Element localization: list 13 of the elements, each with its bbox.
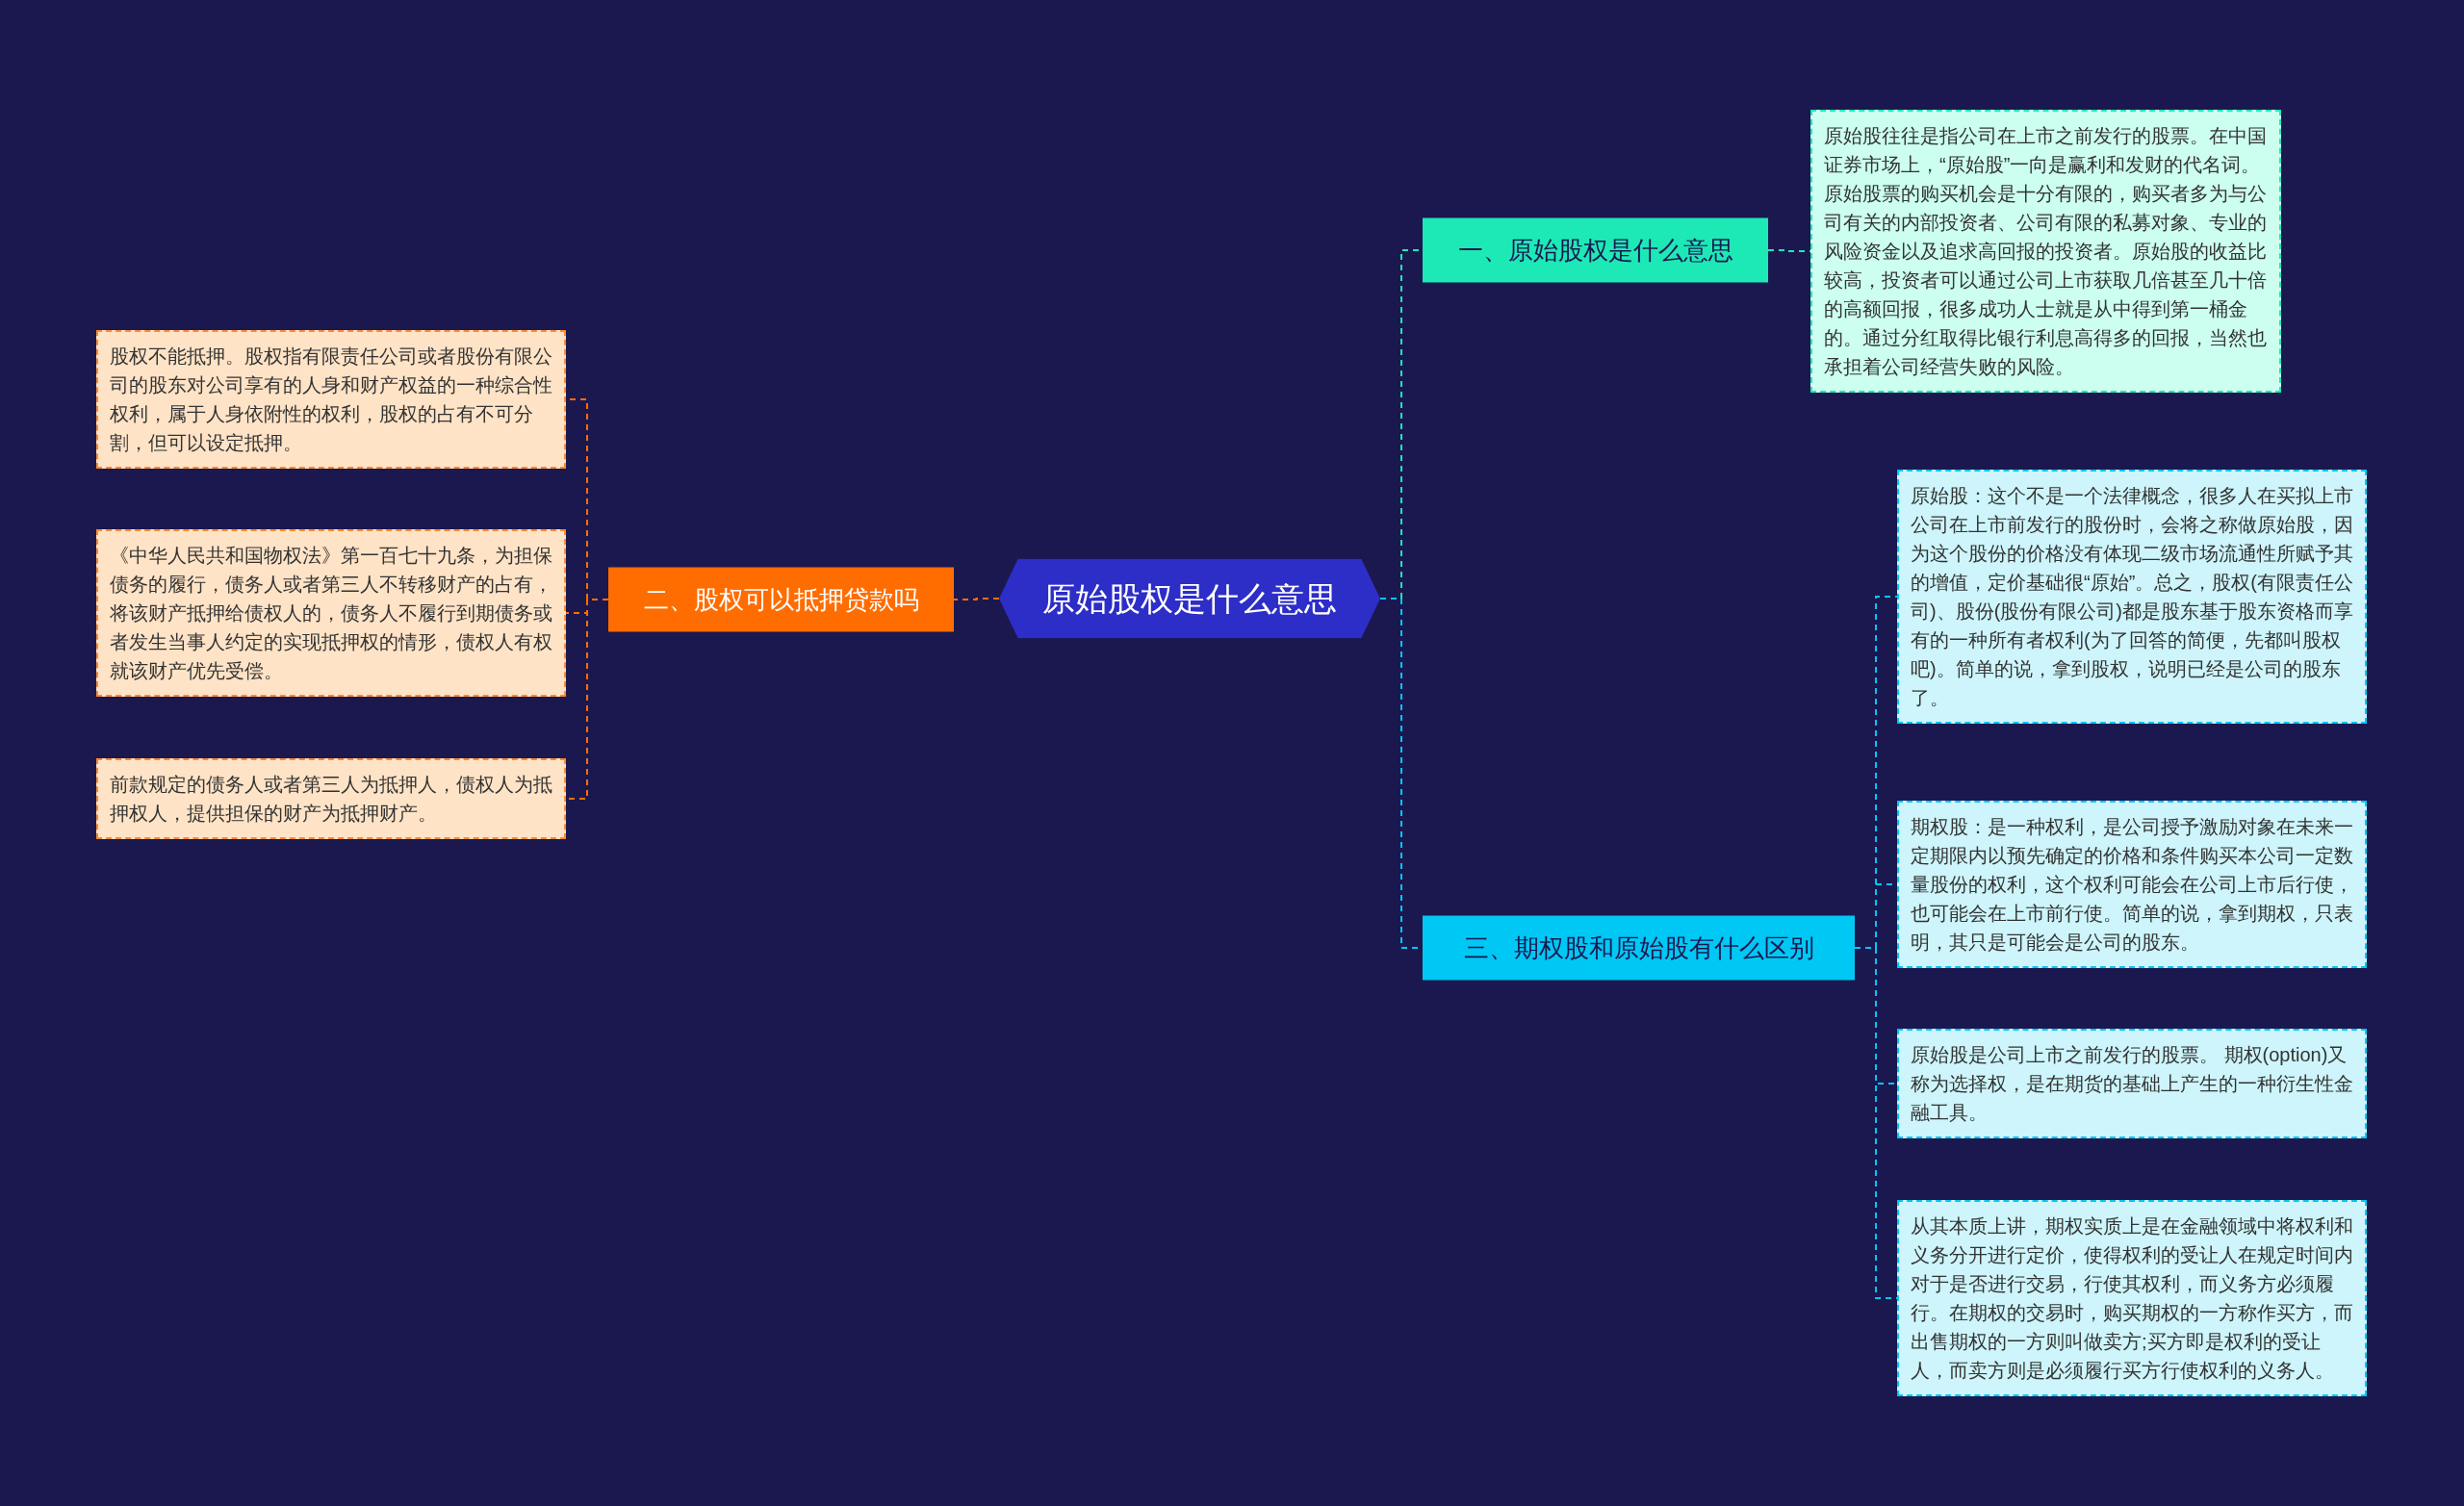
note-card: 原始股是公司上市之前发行的股票。 期权(option)又称为选择权，是在期货的基础上产生的一种衍生性金融工具。 [1897,1029,2367,1138]
central-topic: 原始股权是什么意思 [999,558,1380,639]
note-card: 期权股：是一种权利，是公司授予激励对象在未来一定期限内以预先确定的价格和条件购买本公司一定数量股份的权利，这个权利可能会在公司上市后行使，也可能会在上市前行使。简单的说，拿到期权，只表明，其只是可能会是公司的股东。 [1897,801,2367,968]
note-card: 前款规定的债务人或者第三人为抵押人，债权人为抵押权人，提供担保的财产为抵押财产。 [96,758,566,839]
branch-topic: 三、期权股和原始股有什么区别 [1423,915,1855,981]
note-card: 原始股：这个不是一个法律概念，很多人在买拟上市公司在上市前发行的股份时，会将之称做原始股，因为这个股份的价格没有体现二级市场流通性所赋予其的增值，定价基础很“原始”。总之，股权(有限责任公司)、股份(股份有限公司)都是股东基于股东资格而享有的一种所有者权利(为了回答的简便，先都叫股权吧)。简单的说，拿到股权，说明已经是公司的股东了。 [1897,470,2367,724]
note-card: 从其本质上讲，期权实质上是在金融领域中将权利和义务分开进行定价，使得权利的受让人在规定时间内对于是否进行交易，行使其权利，而义务方必须履行。在期权的交易时，购买期权的一方称作买方，而出售期权的一方则叫做卖方;买方即是权利的受让人，而卖方则是必须履行买方行使权利的义务人。 [1897,1200,2367,1396]
branch-topic: 二、股权可以抵押贷款吗 [608,567,954,632]
branch-topic: 一、原始股权是什么意思 [1423,217,1768,283]
note-card: 股权不能抵押。股权指有限责任公司或者股份有限公司的股东对公司享有的人身和财产权益的一种综合性权利，属于人身依附性的权利，股权的占有不可分割，但可以设定抵押。 [96,330,566,469]
note-card: 《中华人民共和国物权法》第一百七十九条，为担保债务的履行，债务人或者第三人不转移财产的占有，将该财产抵押给债权人的，债务人不履行到期债务或者发生当事人约定的实现抵押权的情形，债权人有权就该财产优先受偿。 [96,529,566,697]
note-card: 原始股往往是指公司在上市之前发行的股票。在中国证券市场上，“原始股”一向是赢利和发财的代名词。原始股票的购买机会是十分有限的，购买者多为与公司有关的内部投资者、公司有限的私募对象、专业的风险资金以及追求高回报的投资者。原始股的收益比较高，投资者可以通过公司上市获取几倍甚至几十倍的高额回报，很多成功人士就是从中得到第一桶金的。通过分红取得比银行利息高得多的回报，当然也承担着公司经营失败的风险。 [1810,110,2281,393]
connector-line [953,598,1000,600]
